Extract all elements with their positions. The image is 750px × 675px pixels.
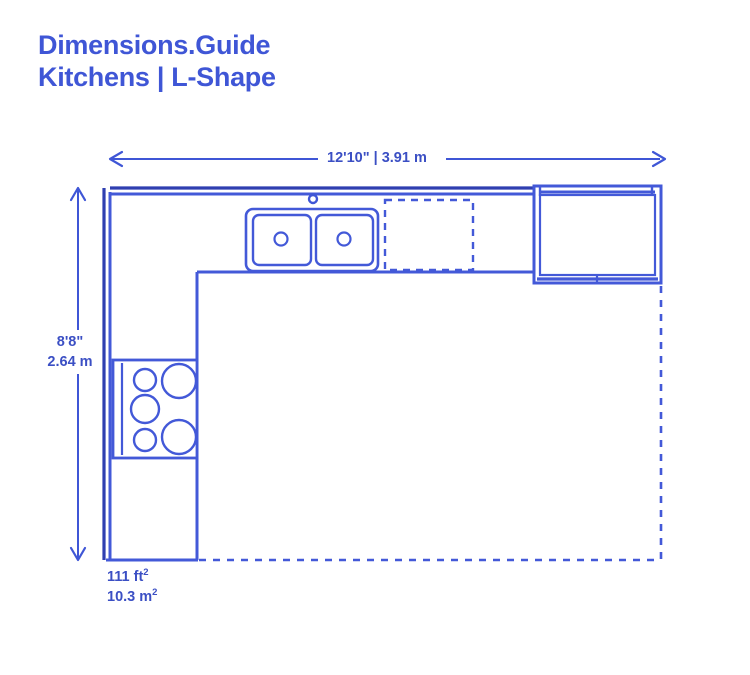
dishwasher-fixture [383, 198, 475, 272]
sink-fixture [244, 193, 380, 273]
brand-title: Dimensions.Guide [38, 30, 271, 60]
sink-drain-right [336, 231, 352, 247]
area-imperial: 111 ft2 [107, 567, 157, 587]
top-dimension-label: 12'10" | 3.91 m [327, 150, 427, 166]
refrigerator-inner [538, 193, 657, 277]
title-block: Dimensions.Guide Kitchens | L-Shape [38, 30, 276, 94]
area-metric: 10.3 m2 [107, 587, 157, 607]
room-dashed-boundary [199, 286, 663, 562]
page-subtitle: Kitchens | L-Shape [38, 61, 276, 92]
left-dimension-label: 8'8" 2.64 m [36, 333, 104, 372]
left-dimension-imperial: 8'8" [56, 334, 84, 350]
burner-large-2 [160, 418, 198, 456]
area-metric-exponent: 2 [152, 587, 158, 599]
left-dimension-line [58, 186, 100, 562]
sink-drain-left [273, 231, 289, 247]
burner-small-1 [132, 367, 158, 393]
area-metric-value: 10.3 m [107, 589, 153, 606]
area-label: 111 ft2 10.3 m2 [107, 567, 157, 608]
dishwasher-outline [383, 198, 475, 272]
area-imperial-exponent: 2 [143, 567, 149, 579]
left-dimension-metric: 2.64 m [47, 353, 93, 370]
top-dimension-line [108, 148, 667, 170]
burner-small-2 [129, 393, 161, 425]
faucet-icon [307, 193, 319, 205]
area-imperial-value: 111 ft [107, 569, 144, 585]
refrigerator-fixture [532, 184, 663, 285]
burner-small-3 [132, 427, 158, 453]
cooktop-fixture [111, 358, 199, 460]
burner-large-1 [160, 362, 198, 400]
